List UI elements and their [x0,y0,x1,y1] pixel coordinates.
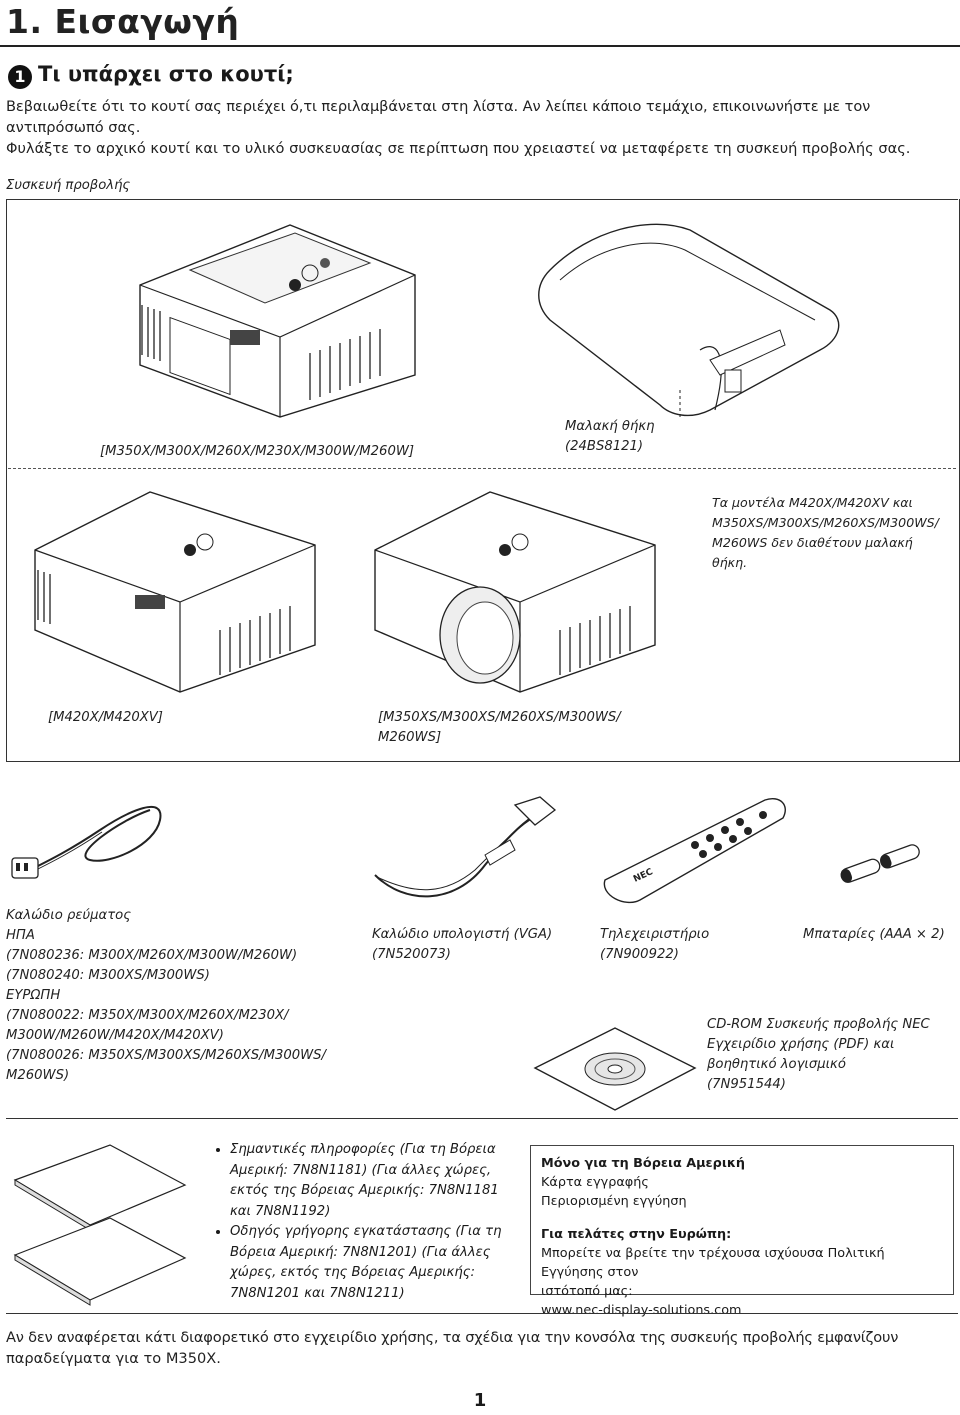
vga-cable-illustration [365,795,565,915]
batteries-illustration [830,835,940,895]
cdrom-line: (7N951544) [707,1077,786,1092]
vga-cable-name: Καλώδιο υπολογιστή (VGA) [372,927,553,942]
soft-case-name: Μαλακή θήκη [565,419,655,434]
footer-note-line-1: Αν δεν αναφέρεται κάτι διαφορετικό στο ε… [6,1329,899,1346]
intro-line-2: αντιπρόσωπό σας. [6,119,141,136]
power-cable-line: ΕΥΡΩΠΗ [6,988,61,1003]
nec-website-link[interactable]: www.nec-display-solutions.com [541,1303,742,1318]
cdrom-line: Εγχειρίδιο χρήσης (PDF) και [707,1037,895,1052]
europe-website-text: ιστότοπό μας: [541,1284,633,1299]
title-rule [0,45,960,47]
projector-frame-top [6,199,958,200]
power-cable-line: M300W/M260W/M420X/M420XV) [6,1028,224,1043]
cdrom-line: CD-ROM Συσκευής προβολής NEC [707,1017,930,1032]
power-cable-line: (7N080240: M300XS/M300WS) [6,968,210,983]
remote-control-illustration: NEC [595,790,795,905]
soft-case-note-line: Τα μοντέλα M420X/M420XV και [712,495,913,510]
chapter-title: 1. Εισαγωγή [6,2,240,41]
soft-case-note-line: θήκη. [712,555,748,570]
power-cable-line: ΗΠΑ [6,928,35,943]
power-cable-line: (7N080026: M350XS/M300XS/M260XS/M300WS/ [6,1048,326,1063]
cdrom-illustration [530,1020,700,1115]
document-line: Οδηγός γρήγορης εγκατάστασης (Για τη [230,1224,502,1239]
footer-note: Αν δεν αναφέρεται κάτι διαφορετικό στο ε… [6,1327,956,1369]
document-line: Αμερική: 7N8N1181) (Για άλλες χώρες, [230,1162,492,1178]
intro-line-1: Βεβαιωθείτε ότι το κουτί σας περιέχει ό,… [6,98,871,115]
document-line: εκτός της Βόρειας Αμερικής: 7N8N1181 [230,1183,499,1198]
soft-case-illustration [530,210,850,420]
power-cable-text: Καλώδιο ρεύματος ΗΠΑ (7N080236: M300X/M2… [6,906,326,1086]
soft-case-note-line: M260WS δεν διαθέτουν μαλακή [712,535,913,550]
north-america-heading: Μόνο για τη Βόρεια Αμερική [541,1156,746,1171]
cdrom-text: CD-ROM Συσκευής προβολής NEC Εγχειρίδιο … [707,1015,930,1095]
vga-cable-text: Καλώδιο υπολογιστή (VGA) (7N520073) [372,925,552,965]
footer-note-line-2: παραδείγματα για το M350X. [6,1350,221,1367]
document-line: και 7N8N1192) [230,1203,331,1219]
documents-top-rule [6,1118,958,1119]
documents-list: Σημαντικές πληροφορίες (Για τη Βόρεια Αμ… [208,1140,508,1304]
document-line: χώρες, εκτός της Βόρειας Αμερικής: [230,1265,475,1280]
regional-info-box: Μόνο για τη Βόρεια Αμερική Κάρτα εγγραφή… [530,1145,954,1318]
projector-dashed-divider [8,468,956,469]
power-cable-line: Καλώδιο ρεύματος [6,908,131,923]
soft-case-note: Τα μοντέλα M420X/M420XV και M350XS/M300X… [712,493,952,573]
intro-text: Βεβαιωθείτε ότι το κουτί σας περιέχει ό,… [6,96,956,159]
document-line: Βόρεια Αμερική: 7N8N1201) (Για άλλες [230,1244,491,1260]
remote-text: Τηλεχειριστήριο (7N900922) [600,925,709,965]
document-line: Σημαντικές πληροφορίες (Για τη Βόρεια [230,1142,496,1157]
model-c-label-line-1: [M350XS/M300XS/M260XS/M300WS/ [378,710,621,725]
section-title: Τι υπάρχει στο κουτί; [38,62,294,86]
batteries-name: Μπαταρίες (AAA × 2) [803,927,945,942]
remote-name: Τηλεχειριστήριο [600,927,710,942]
page-number: 1 [473,1390,487,1411]
registration-card-label: Κάρτα εγγραφής [541,1175,649,1190]
documents-illustration [10,1140,190,1310]
model-a-label: [M350X/M300X/M260X/M230X/M300W/M260W] [100,444,415,459]
power-cable-line: M260WS) [6,1068,70,1083]
soft-case-code: (24BS8121) [565,439,644,454]
cdrom-line: βοηθητικό λογισμικό [707,1057,846,1072]
intro-line-3: Φυλάξτε το αρχικό κουτί και το υλικό συσ… [6,140,911,157]
projector-m350x-illustration [130,205,420,420]
remote-code: (7N900922) [600,947,679,962]
projector-m350xs-illustration [370,480,660,695]
power-cable-line: (7N080236: M300X/M260X/M300W/M260W) [6,948,298,963]
document-line: 7N8N1201 και 7N8N1211) [230,1285,405,1301]
document-item-quick-setup-guide: Οδηγός γρήγορης εγκατάστασης (Για τη Βόρ… [230,1222,508,1304]
document-item-important-info: Σημαντικές πληροφορίες (Για τη Βόρεια Αμ… [230,1140,508,1222]
power-cable-illustration [10,790,180,890]
europe-warranty-text: Μπορείτε να βρείτε την τρέχουσα ισχύουσα… [541,1246,885,1280]
model-c-label: [M350XS/M300XS/M260XS/M300WS/ M260WS] [378,708,621,748]
projector-caption: Συσκευή προβολής [6,178,131,193]
model-c-label-line-2: M260WS] [378,730,442,745]
soft-case-note-line: M350XS/M300XS/M260XS/M300WS/ [712,515,939,530]
europe-heading: Για πελάτες στην Ευρώπη: [541,1227,732,1242]
vga-cable-code: (7N520073) [372,947,451,962]
power-cable-line: (7N080022: M350X/M300X/M260X/M230X/ [6,1008,289,1023]
model-b-label: [M420X/M420XV] [48,710,163,725]
limited-warranty-label: Περιορισμένη εγγύηση [541,1194,687,1209]
documents-bottom-rule [6,1313,958,1314]
projector-m420x-illustration [30,480,320,695]
section-number-badge: 1 [8,65,32,89]
